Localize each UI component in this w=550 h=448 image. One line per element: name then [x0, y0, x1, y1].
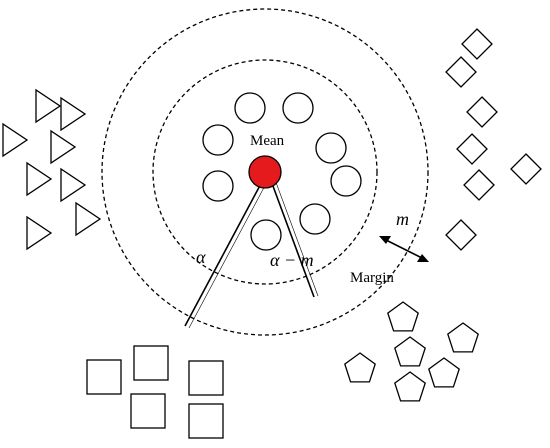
triangle-point [35, 88, 62, 124]
diamond-point [463, 169, 495, 201]
margin-label: Margin [350, 270, 394, 286]
diamond-group [445, 28, 542, 251]
diamond-point [445, 219, 477, 251]
pentagon-point [394, 336, 426, 367]
diamond-point [510, 153, 542, 185]
pentagon-point [447, 322, 479, 353]
triangle-point [26, 161, 53, 197]
diamond-point [456, 133, 488, 165]
pentagon-point [394, 371, 426, 402]
square-group [86, 345, 224, 439]
square-point [133, 345, 169, 381]
circle-point [299, 203, 331, 235]
diamond-point [466, 96, 498, 128]
square-point [188, 360, 224, 396]
circle-point [202, 170, 234, 202]
triangle-point [60, 167, 87, 203]
triangle-group [2, 88, 102, 251]
alpha-minus-m-radius-line [269, 176, 319, 298]
circle-point [250, 219, 282, 251]
pentagon-point [344, 352, 376, 383]
mean-point [248, 155, 282, 189]
circle-point [315, 132, 347, 164]
triangle-point [26, 215, 53, 251]
margin-double-arrow [379, 236, 429, 262]
circle-point [330, 165, 362, 197]
diamond-point [461, 28, 493, 60]
m-label: m [396, 209, 409, 229]
circle-point [282, 92, 314, 124]
triangle-point [50, 129, 77, 165]
triangle-point [2, 122, 29, 158]
circle-point [234, 92, 266, 124]
mean-label: Mean [250, 133, 285, 149]
inner-boundary [152, 59, 378, 285]
diamond-point [445, 56, 477, 88]
square-point [188, 403, 224, 439]
alpha-radius-line [184, 177, 269, 329]
pentagon-point [387, 301, 419, 332]
pentagon-point [428, 357, 460, 388]
square-point [86, 359, 122, 395]
outer-boundary [101, 8, 429, 336]
alpha-minus-m-label: α − m [270, 250, 314, 270]
circle-group [202, 92, 362, 251]
triangle-point [60, 96, 87, 132]
triangle-point [75, 201, 102, 237]
pentagon-group [344, 301, 479, 402]
alpha-label: α [196, 247, 206, 267]
square-point [130, 393, 166, 429]
circle-point [202, 124, 234, 156]
